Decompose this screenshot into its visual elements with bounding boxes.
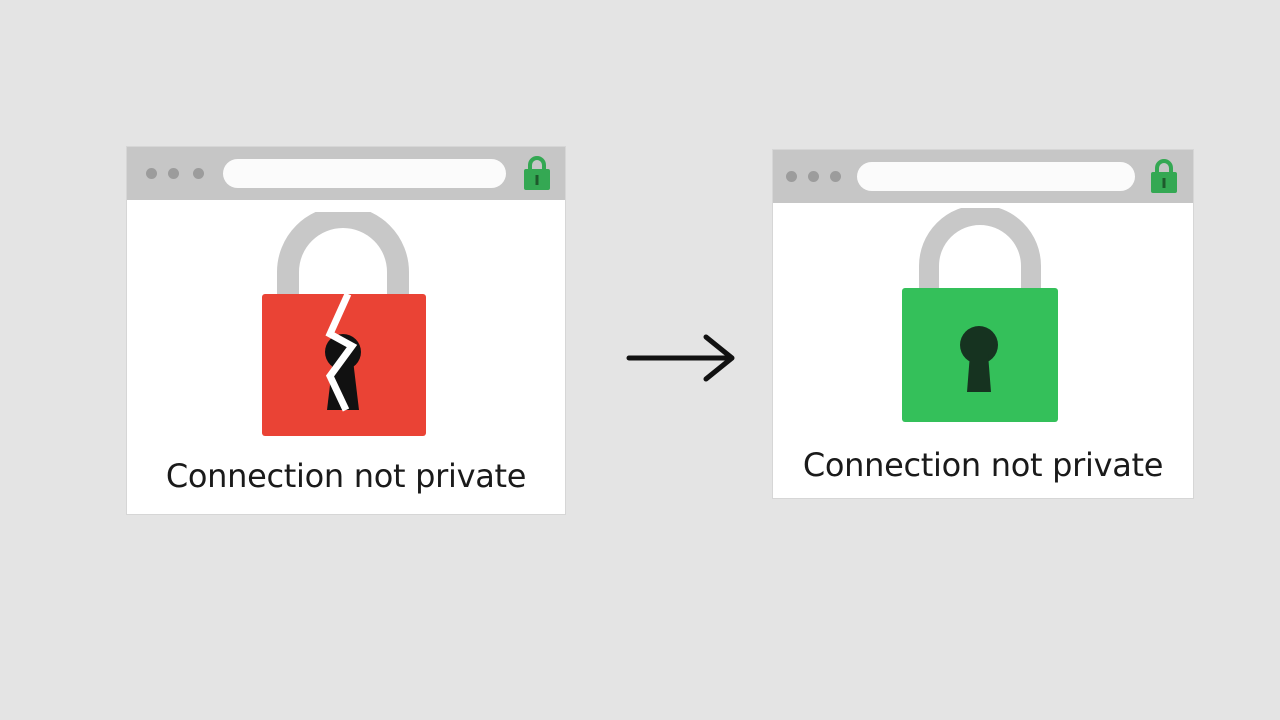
left-window-dot-1[interactable] (146, 168, 157, 179)
right-window-dot-2[interactable] (808, 171, 819, 182)
right-caption: Connection not private (802, 446, 1164, 484)
right-window-dot-3[interactable] (830, 171, 841, 182)
left-address-bar[interactable] (223, 159, 506, 188)
padlock-icon (902, 208, 1058, 422)
left-browser-window: Connection not private (127, 147, 565, 514)
right-browser-window: Connection not private (773, 150, 1193, 498)
left-window-dot-2[interactable] (168, 168, 179, 179)
left-caption: Connection not private (165, 457, 527, 495)
right-address-bar[interactable] (857, 162, 1135, 191)
right-address-lock-icon (1151, 159, 1177, 193)
right-title-bar (773, 150, 1193, 203)
arrow-right-icon (626, 334, 735, 382)
broken-padlock-icon (262, 212, 426, 436)
left-address-lock-icon (524, 156, 550, 190)
left-window-dot-3[interactable] (193, 168, 204, 179)
right-window-dot-1[interactable] (786, 171, 797, 182)
left-title-bar (127, 147, 565, 200)
